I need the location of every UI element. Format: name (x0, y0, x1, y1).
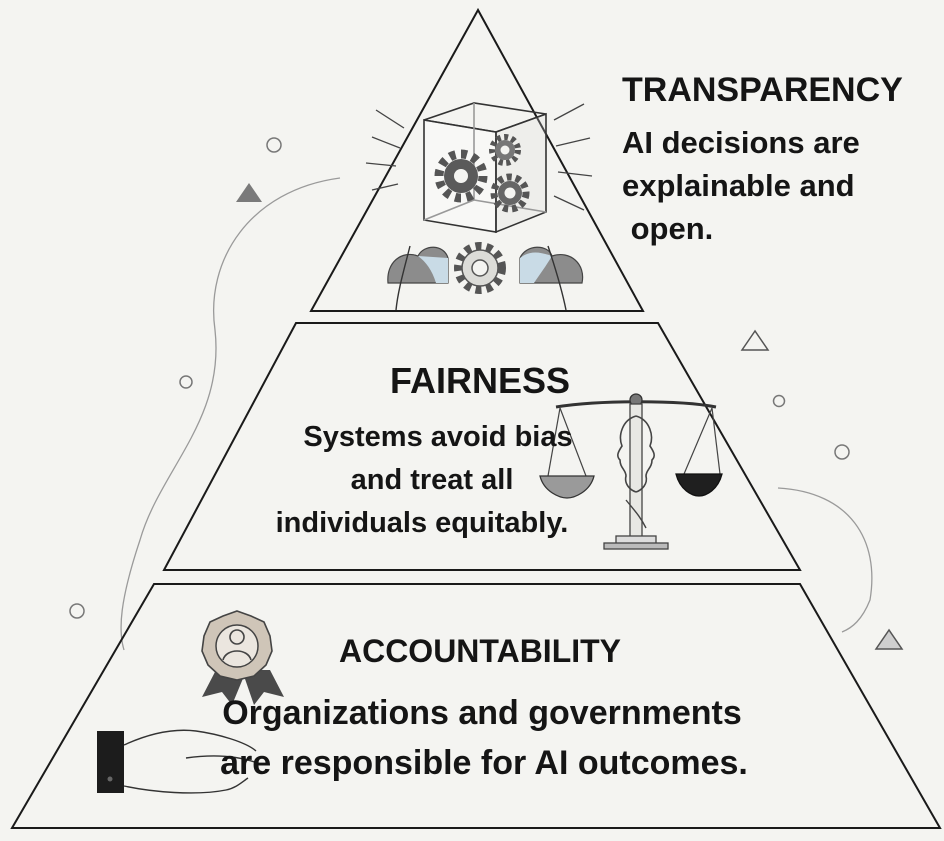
tier-bottom-text: ACCOUNTABILITY Organizations and governm… (220, 633, 748, 782)
decorations (69, 137, 904, 650)
tier-middle-desc-line-1: Systems avoid bias (303, 421, 572, 453)
tier-bottom-desc-line-1: Organizations and governments (222, 694, 742, 732)
left-flow-curve (120, 177, 341, 651)
tier-middle-desc-line-2: and treat all (351, 464, 514, 496)
cube-connector-lines (395, 245, 567, 311)
tier-top-title: TRANSPARENCY (622, 71, 903, 109)
tier-top-shape (309, 7, 645, 312)
triangle-icon (874, 628, 904, 650)
tier-middle-shape (162, 322, 802, 571)
circle-outline-icon (772, 394, 786, 408)
circle-outline-icon (834, 444, 850, 460)
cube-gear-large (434, 149, 488, 203)
tier-bottom-title: ACCOUNTABILITY (339, 633, 621, 669)
tier-top-desc-line-3: open. (622, 211, 713, 246)
open-hand-icon (97, 729, 261, 794)
tier-bottom-shape (10, 583, 942, 829)
cloud-icon (387, 246, 449, 284)
face-profiles-icon (617, 415, 655, 529)
cube-gear-medium (490, 173, 530, 213)
tier-top-text: TRANSPARENCY AI decisions are explainabl… (622, 71, 903, 246)
circle-outline-icon (179, 375, 193, 389)
balance-scale-icon (539, 393, 723, 550)
triangle-icon (236, 183, 262, 202)
award-badge-icon (201, 610, 284, 705)
circle-outline-icon (69, 603, 85, 619)
cloud-icon (519, 246, 584, 284)
decorative-curves (120, 177, 873, 651)
tier-top-desc-line-2: explainable and (622, 168, 855, 203)
gear-icon (454, 242, 506, 294)
pyramid (10, 7, 942, 829)
cube-gear-small (489, 134, 521, 166)
tier-middle-title: FAIRNESS (390, 360, 570, 401)
right-flow-curve (777, 487, 873, 633)
tier-top-desc-line-1: AI decisions are (622, 125, 860, 160)
tier-middle-desc-line-3: individuals equitably. (276, 507, 569, 539)
tier-middle-text: FAIRNESS Systems avoid bias and treat al… (276, 360, 573, 539)
glass-cube-gears-icon (365, 102, 593, 234)
triangle-icon (740, 329, 770, 351)
circle-outline-icon (266, 137, 282, 153)
tier-bottom-desc-line-2: are responsible for AI outcomes. (220, 744, 748, 782)
